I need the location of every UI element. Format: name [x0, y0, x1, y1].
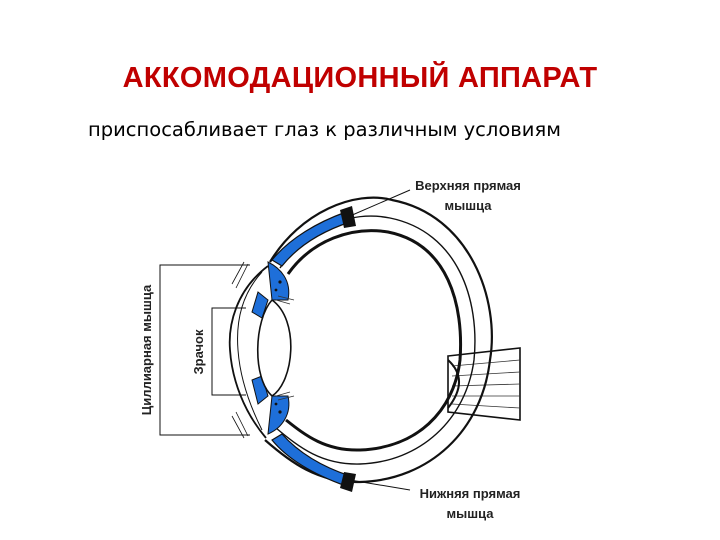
optic-nerve — [447, 347, 521, 421]
superior-rectus-pointer — [349, 189, 411, 217]
ciliary-muscle-label: Циллиарная мышца — [139, 284, 154, 415]
ciliary-bracket — [159, 264, 250, 436]
pupil-bracket — [211, 307, 246, 396]
pupil-label: Зрачок — [191, 329, 206, 374]
cornea — [228, 265, 269, 439]
inferior-rectus-pointer — [349, 479, 411, 491]
slide-title: АККОМОДАЦИОННЫЙ АППАРАТ — [122, 62, 598, 94]
superior-rectus-muscle — [271, 206, 356, 267]
inferior-rectus-muscle — [271, 433, 356, 492]
slide-subtitle: приспосабливает глаз к различным условия… — [88, 118, 561, 141]
ciliary-body — [267, 261, 295, 435]
inferior-rectus-label-2: мышца — [447, 506, 495, 521]
superior-rectus-label-2: мышца — [445, 198, 493, 213]
superior-rectus-label-1: Верхняя прямая — [415, 178, 521, 193]
inferior-rectus-label-1: Нижняя прямая — [420, 486, 521, 501]
choroid — [275, 215, 476, 465]
retina — [285, 229, 463, 452]
